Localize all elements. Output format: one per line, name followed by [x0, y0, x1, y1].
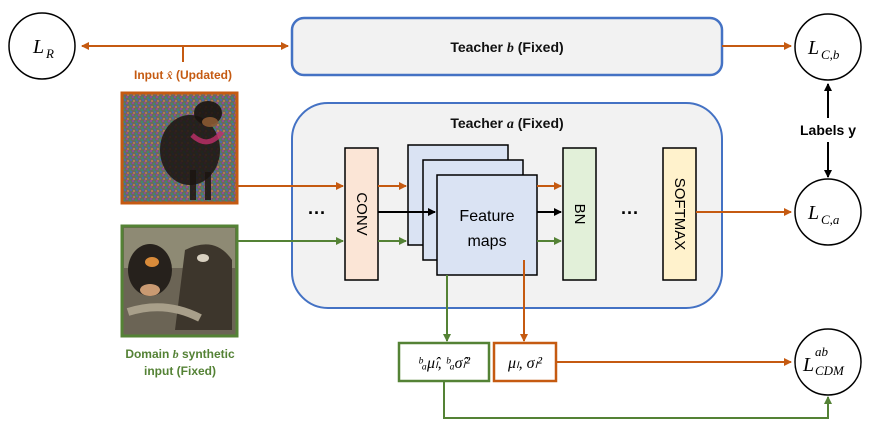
conv-layer: CONV [344, 147, 379, 281]
synthetic-image [120, 224, 239, 338]
loss-r-sub: R [45, 46, 54, 61]
input-label: Input x̂ (Updated) [134, 68, 232, 82]
loss-cb-node: L C,b [794, 13, 862, 81]
loss-r-node: L R [8, 12, 76, 80]
softmax-layer: SOFTMAX [662, 147, 697, 281]
loss-cb-main: L [807, 37, 819, 59]
bn-layer: BN [562, 147, 597, 281]
teacher-b-label: Teacher b (Fixed) [450, 39, 563, 56]
synthetic-label-line1: Domain b synthetic [125, 347, 235, 361]
loss-cdm-node: L ab CDM [794, 328, 862, 396]
feature-maps: Feature maps [407, 144, 538, 276]
synthetic-stats-text: ᵇₐμ̂ₗ, ᵇₐσ̂ₗ² [418, 355, 471, 372]
loss-ca-sub: C,a [821, 212, 840, 227]
synthetic-label-line2: input (Fixed) [144, 364, 216, 378]
loss-cb-sub: C,b [821, 47, 840, 62]
loss-cdm-sub: CDM [815, 363, 845, 378]
bn-stats-text: μₗ, σₗ² [507, 355, 543, 372]
bn-label: BN [571, 204, 588, 225]
ellipsis-right: ··· [621, 203, 639, 223]
feature-maps-line2: maps [467, 233, 506, 250]
softmax-label: SOFTMAX [671, 178, 688, 251]
ellipsis-left: ··· [308, 203, 326, 223]
feature-maps-line1: Feature [459, 208, 514, 225]
labels-y-text: Labels y [800, 122, 856, 138]
teacher-a-label: Teacher a (Fixed) [450, 115, 563, 132]
synthstats-cdm-arrow [443, 381, 832, 419]
synthetic-stats-box: ᵇₐμ̂ₗ, ᵇₐσ̂ₗ² [397, 341, 491, 383]
loss-cdm-sup: ab [815, 344, 829, 359]
bn-stats-box: μₗ, σₗ² [492, 341, 558, 383]
input-image [120, 91, 239, 205]
loss-cdm-main: L [802, 354, 814, 376]
loss-r-main: L [32, 36, 44, 58]
loss-ca-main: L [807, 202, 819, 224]
teacher-b-box: Teacher b (Fixed) [290, 16, 724, 77]
conv-label: CONV [353, 192, 370, 235]
loss-ca-node: L C,a [794, 178, 862, 246]
